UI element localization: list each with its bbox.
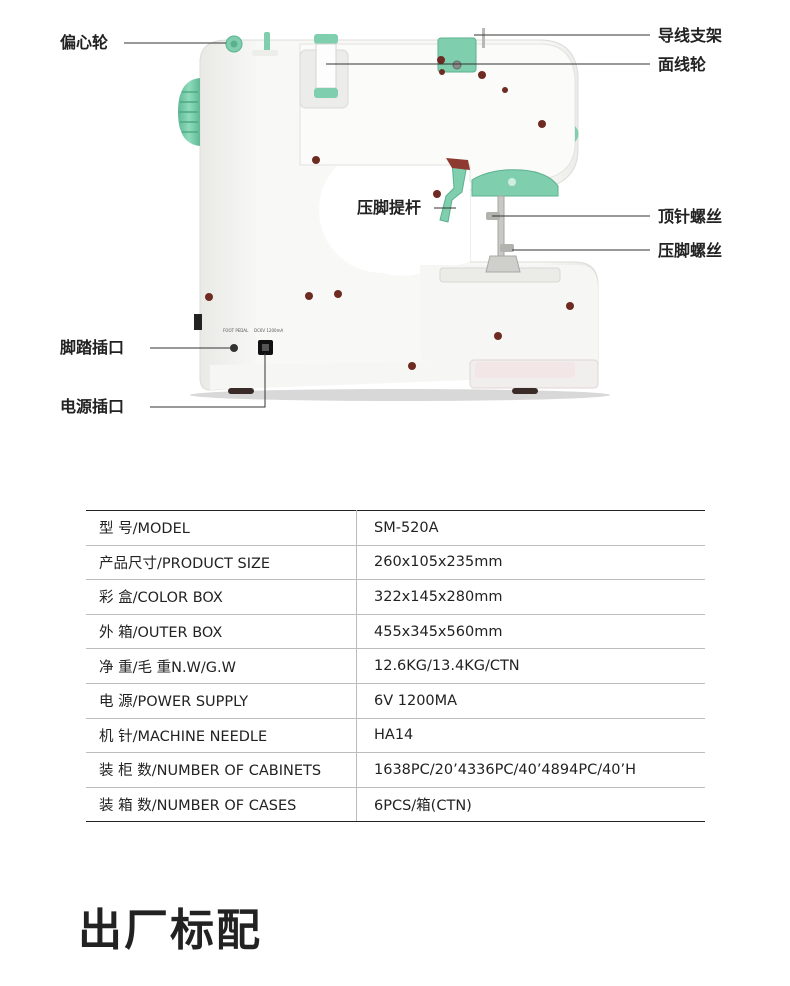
spool-pin-base (252, 50, 278, 56)
foot-pedal-jack (230, 344, 238, 352)
clamp-screw-cap (508, 178, 516, 186)
presser-foot-screw (500, 244, 514, 252)
spec-value: SM-520A (356, 510, 705, 546)
callout-upper-spool: 面线轮 (658, 55, 707, 74)
callout-presser-lifter: 压脚提杆 (357, 198, 422, 217)
spec-value: 6V 1200MA (356, 683, 705, 719)
power-jack-inner (262, 344, 269, 351)
spec-value: 12.6KG/13.4KG/CTN (356, 648, 705, 684)
spec-label: 彩 盒/COLOR BOX (86, 579, 357, 615)
spool-cap-top (314, 34, 338, 44)
leader-lines (124, 34, 650, 408)
spec-label: 装 柜 数/NUMBER OF CABINETS (86, 752, 357, 788)
leader-power-jack (150, 353, 266, 408)
spec-label: 电 源/POWER SUPPLY (86, 683, 357, 719)
right-accent (575, 126, 579, 142)
thread-spool (315, 43, 337, 89)
machine-shadow (190, 389, 610, 401)
callout-presser-screw: 压脚螺丝 (658, 241, 723, 260)
callout-power-jack: 电源插口 (60, 397, 125, 416)
callout-thread-guide: 导线支架 (658, 26, 723, 45)
screw-holes (205, 56, 574, 370)
spool-pin (264, 32, 270, 52)
spool-cap-bottom (314, 88, 338, 98)
section-title: 出厂标配 (78, 905, 262, 956)
spec-value: 455x345x560mm (356, 614, 705, 650)
left-foot (228, 388, 254, 394)
power-panel-label: DC6V 1200mA (254, 328, 284, 333)
spec-label: 装 箱 数/NUMBER OF CASES (86, 787, 357, 823)
lifter-slot (446, 158, 470, 170)
pedal-panel-label: FOOT PEDAL (223, 328, 249, 333)
free-arm-bed (210, 265, 598, 390)
spec-label: 型 号/MODEL (86, 510, 357, 546)
spec-label: 机 针/MACHINE NEEDLE (86, 718, 357, 754)
spec-value: HA14 (356, 718, 705, 754)
upper-tension-screw (452, 60, 462, 70)
spec-label: 产品尺寸/PRODUCT SIZE (86, 545, 357, 581)
callout-needle-screw: 顶针螺丝 (658, 207, 723, 226)
handwheel-grips (179, 91, 198, 133)
spec-value: 322x145x280mm (356, 579, 705, 615)
presser-foot (485, 255, 521, 273)
callout-pedal-jack: 脚踏插口 (60, 338, 125, 357)
presser-lifter (439, 161, 467, 223)
spec-value: 6PCS/箱(CTN) (356, 787, 705, 823)
spec-label: 外 箱/OUTER BOX (86, 614, 357, 650)
sewing-machine-image: FOOT PEDAL DC6V 1200mA (124, 28, 650, 408)
throat-circle (319, 147, 445, 273)
thread-guide-wire (482, 28, 485, 48)
spec-label: 净 重/毛 重N.W/G.W (86, 648, 357, 684)
callout-handwheel: 偏心轮 (60, 33, 109, 52)
spec-value: 260x105x235mm (356, 545, 705, 581)
spec-value: 1638PC/20’4336PC/40’4894PC/40’H (356, 752, 705, 788)
right-foot (512, 388, 538, 394)
eccentric-wheel-center (230, 40, 238, 48)
power-switch (194, 314, 202, 330)
bed-slot-inner (475, 362, 575, 378)
